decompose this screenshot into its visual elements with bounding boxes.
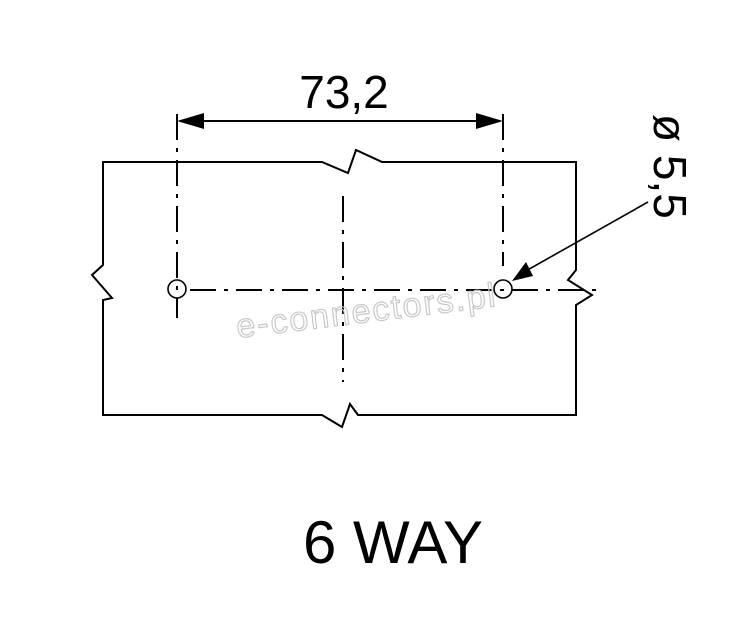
dimension-arrow-right [476, 113, 503, 129]
mounting-hole-right [493, 279, 513, 299]
connector-caption: 6 WAY [303, 509, 483, 576]
connector-outline [90, 148, 594, 429]
dimension-arrow-left [177, 113, 204, 129]
watermark-text: e-connectors.pl [234, 276, 499, 346]
mounting-hole-left [167, 279, 187, 299]
spacing-dimension-label: 73,2 [299, 66, 389, 118]
leader-arrow [512, 262, 533, 281]
leader-line [523, 201, 649, 273]
hole-diameter-label: ø 5,5 [644, 114, 696, 219]
